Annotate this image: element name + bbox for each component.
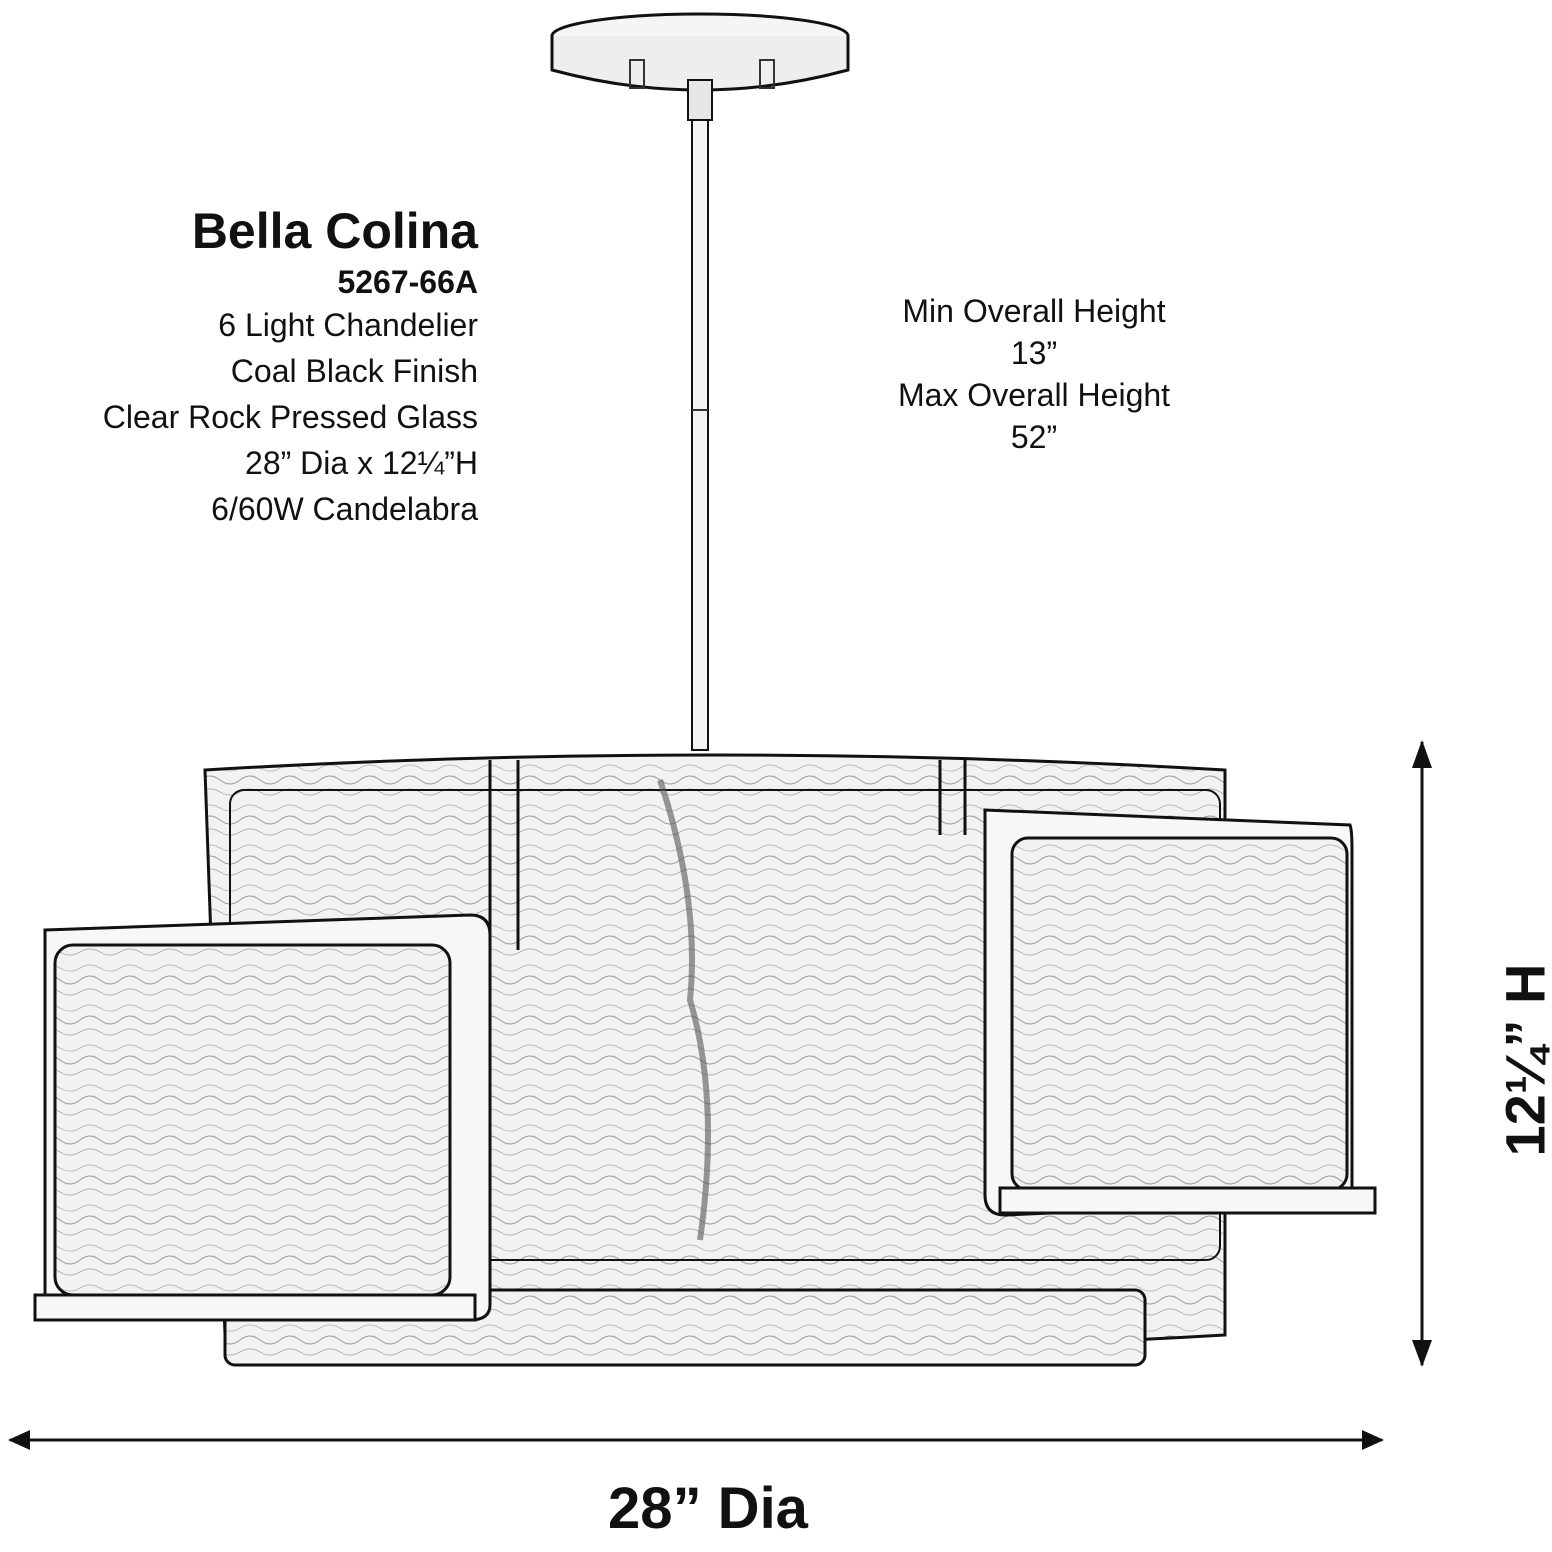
max-height-value: 52” — [1010, 419, 1058, 455]
left-shade-panel — [33, 913, 492, 1322]
height-dimension-arrow — [1412, 740, 1432, 1367]
overall-height-block: Min Overall Height 13” Max Overall Heigh… — [898, 290, 1170, 458]
downrod — [687, 79, 713, 751]
right-shade-panel — [983, 808, 1377, 1217]
height-label: 12¼” H — [1493, 963, 1552, 1157]
product-model-number: 5267-66A — [337, 264, 478, 300]
product-name: Bella Colina — [191, 203, 478, 259]
diameter-dimension-arrow — [8, 1430, 1384, 1450]
product-spec-block: Bella Colina 5267-66A 6 Light Chandelier… — [103, 200, 478, 532]
min-height-label: Min Overall Height — [902, 293, 1166, 329]
canopy — [550, 12, 850, 92]
spec-finish: Coal Black Finish — [230, 353, 478, 389]
spec-glass: Clear Rock Pressed Glass — [102, 399, 478, 435]
spec-bulbs: 6/60W Candelabra — [211, 491, 478, 527]
diameter-label: 28” Dia — [608, 1476, 808, 1541]
max-height-label: Max Overall Height — [897, 377, 1171, 413]
spec-light-count: 6 Light Chandelier — [218, 307, 478, 343]
min-height-value: 13” — [1010, 335, 1058, 371]
spec-dimensions: 28” Dia x 12¼”H — [245, 445, 478, 481]
